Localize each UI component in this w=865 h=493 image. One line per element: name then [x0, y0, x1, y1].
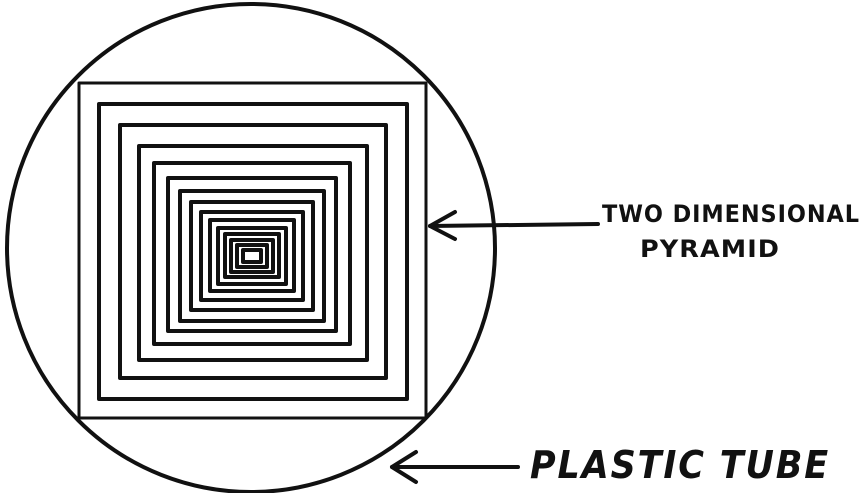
pyramid-square-11: [216, 226, 288, 286]
pyramid-square-6: [166, 176, 338, 333]
pyramid-square-4: [137, 144, 369, 362]
pyramid-square-9: [199, 210, 305, 302]
pyramid-square-outer: [77, 81, 428, 420]
plastic-tube-circle: [5, 2, 497, 493]
pyramid-squares: [77, 81, 428, 420]
pyramid-square-center: [241, 248, 263, 264]
pyramid-square-12: [223, 232, 281, 279]
pyramid-square-14: [235, 243, 269, 269]
pyramid-square-7: [178, 189, 326, 323]
pyramid-square-13: [229, 238, 275, 274]
pyramid-square-3: [118, 123, 388, 380]
pyramid-arrow: [428, 210, 600, 241]
tube-label: PLASTIC TUBE: [530, 443, 830, 487]
pyramid-square-8: [189, 200, 315, 312]
pyramid-square-2: [97, 102, 409, 401]
pyramid-square-10: [208, 218, 296, 293]
pyramid-label-line2: PYRAMID: [640, 235, 780, 263]
pyramid-label-line1: TWO DIMENSIONAL: [602, 200, 860, 228]
pyramid-square-5: [152, 161, 352, 346]
tube-arrow: [390, 450, 520, 484]
